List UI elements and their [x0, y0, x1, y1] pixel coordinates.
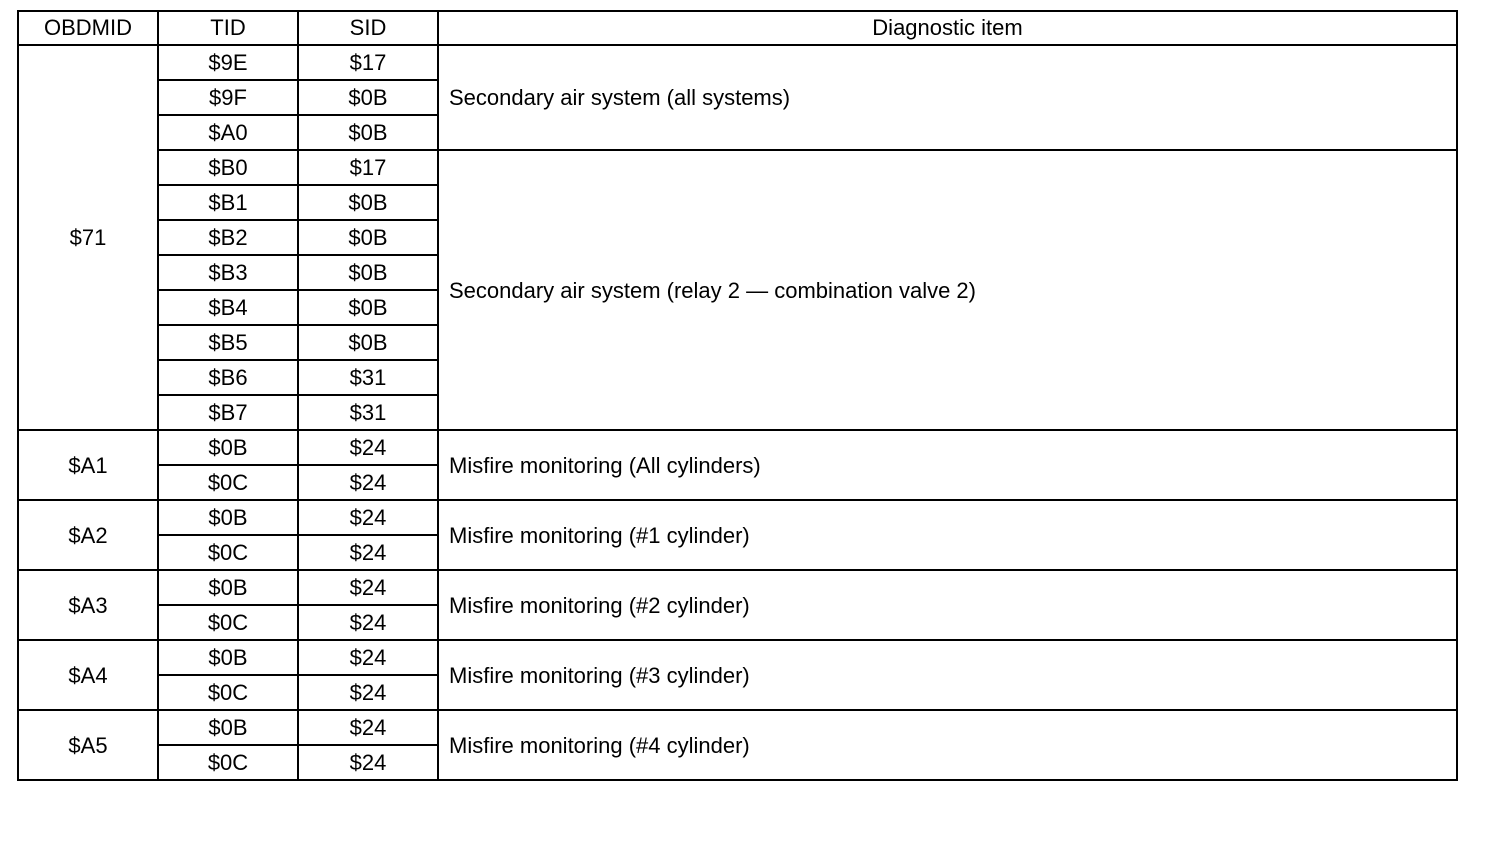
table-row: $0C$24 — [18, 604, 1457, 641]
sid-cell: $0B — [297, 254, 439, 291]
table-row: $0C$24 — [18, 534, 1457, 571]
sid-cell: $0B — [297, 184, 439, 221]
header-row: OBDMID TID SID Diagnostic item — [17, 10, 1458, 46]
sid-cell: $0B — [297, 289, 439, 326]
tid-cell: $0B — [157, 709, 299, 746]
diagnostic-item-cell: Misfire monitoring (All cylinders) — [437, 429, 1458, 501]
tid-cell: $0C — [157, 674, 299, 711]
diagnostic-item-cell: Misfire monitoring (#4 cylinder) — [437, 709, 1458, 781]
sid-cell: $31 — [297, 359, 439, 396]
diagnostic-item-cell: Misfire monitoring (#2 cylinder) — [437, 569, 1458, 641]
sid-cell: $24 — [297, 499, 439, 536]
sid-cell: $0B — [297, 114, 439, 151]
table-row: $0C$24 — [18, 464, 1457, 501]
sid-cell: $24 — [297, 744, 439, 781]
obdmid-cell: $A1 — [17, 429, 159, 501]
table-header: OBDMID TID SID Diagnostic item — [17, 10, 1458, 46]
table-row: $B4$0B — [18, 289, 1457, 326]
tid-cell: $B0 — [157, 149, 299, 186]
tid-cell: $B4 — [157, 289, 299, 326]
sid-cell: $31 — [297, 394, 439, 431]
tid-cell: $0B — [157, 429, 299, 466]
sid-cell: $24 — [297, 429, 439, 466]
sid-cell: $24 — [297, 604, 439, 641]
obdmid-cell: $71 — [17, 44, 159, 431]
tid-cell: $B6 — [157, 359, 299, 396]
sid-cell: $0B — [297, 219, 439, 256]
sid-cell: $24 — [297, 639, 439, 676]
sid-cell: $24 — [297, 569, 439, 606]
diagnostic-item-cell: Secondary air system (all systems) — [437, 44, 1458, 151]
tid-cell: $0B — [157, 499, 299, 536]
sid-cell: $0B — [297, 79, 439, 116]
diagnostic-item-cell: Secondary air system (relay 2 — combinat… — [437, 149, 1458, 431]
table-row: $B5$0B — [18, 324, 1457, 361]
table-row: $B2$0B — [18, 219, 1457, 256]
tid-cell: $0C — [157, 534, 299, 571]
obdmid-cell: $A5 — [17, 709, 159, 781]
tid-cell: $0B — [157, 569, 299, 606]
table-row: $A0$0B — [18, 114, 1457, 151]
obdmid-cell: $A2 — [17, 499, 159, 571]
table-row: $B1$0B — [18, 184, 1457, 221]
sid-cell: $24 — [297, 534, 439, 571]
tid-cell: $A0 — [157, 114, 299, 151]
tid-cell: $9F — [157, 79, 299, 116]
column-header-sid: SID — [297, 10, 439, 46]
tid-cell: $0B — [157, 639, 299, 676]
obdmid-cell: $A4 — [17, 639, 159, 711]
tid-cell: $0C — [157, 744, 299, 781]
tid-cell: $B1 — [157, 184, 299, 221]
obdmid-cell: $A3 — [17, 569, 159, 641]
tid-cell: $0C — [157, 464, 299, 501]
column-header-tid: TID — [157, 10, 299, 46]
tid-cell: $B3 — [157, 254, 299, 291]
table-row: $B6$31 — [18, 359, 1457, 396]
table-row: $9F$0B — [18, 79, 1457, 116]
sid-cell: $0B — [297, 324, 439, 361]
sid-cell: $24 — [297, 674, 439, 711]
diagnostic-table: OBDMID TID SID Diagnostic item $71$9E$17… — [17, 10, 1458, 781]
tid-cell: $B5 — [157, 324, 299, 361]
table-row: $B7$31 — [18, 394, 1457, 431]
tid-cell: $0C — [157, 604, 299, 641]
sid-cell: $24 — [297, 709, 439, 746]
column-header-diagnostic-item: Diagnostic item — [437, 10, 1458, 46]
table-row: $0C$24 — [18, 744, 1457, 781]
diagnostic-item-cell: Misfire monitoring (#3 cylinder) — [437, 639, 1458, 711]
tid-cell: $B2 — [157, 219, 299, 256]
sid-cell: $24 — [297, 464, 439, 501]
tid-cell: $B7 — [157, 394, 299, 431]
column-header-obdmid: OBDMID — [17, 10, 159, 46]
sid-cell: $17 — [297, 44, 439, 81]
table-row: $B3$0B — [18, 254, 1457, 291]
diagnostic-item-cell: Misfire monitoring (#1 cylinder) — [437, 499, 1458, 571]
table-row: $0C$24 — [18, 674, 1457, 711]
sid-cell: $17 — [297, 149, 439, 186]
tid-cell: $9E — [157, 44, 299, 81]
